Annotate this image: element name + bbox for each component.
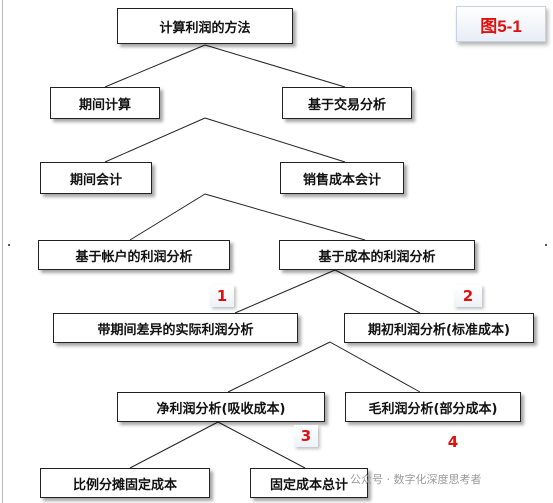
node-cost-of-sales-accounting: 销售成本会计 — [280, 162, 404, 194]
watermark: 公众号 · 数字化深度思考者 — [350, 473, 482, 486]
node-period-calc: 期间计算 — [50, 87, 160, 119]
node-net-profit-absorption: 净利润分析(吸收成本) — [117, 392, 325, 422]
node-cost-based-analysis: 基于成本的利润分析 — [279, 240, 475, 270]
edge-mark — [545, 244, 547, 246]
edge-mark — [8, 244, 10, 246]
node-gross-profit-partial: 毛利润分析(部分成本) — [345, 392, 521, 422]
edge-mark — [2, 0, 3, 503]
node-period-start-standard: 期初利润分析(标准成本) — [344, 313, 534, 343]
marker-3: 3 — [294, 425, 318, 447]
node-fixed-cost-total: 固定成本总计 — [250, 468, 368, 498]
marker-2: 2 — [454, 285, 482, 307]
node-proportional-fixed-cost: 比例分摊固定成本 — [40, 468, 210, 498]
node-account-based-analysis: 基于帐户的利润分析 — [38, 240, 230, 270]
marker-1: 1 — [210, 285, 234, 307]
node-actual-with-variance: 带期间差异的实际利润分析 — [53, 313, 298, 343]
node-root: 计算利润的方法 — [117, 8, 293, 44]
node-trade-analysis: 基于交易分析 — [282, 87, 412, 119]
figure-label: 图5-1 — [456, 6, 546, 42]
marker-4: 4 — [447, 433, 459, 451]
node-period-accounting: 期间会计 — [40, 162, 152, 194]
